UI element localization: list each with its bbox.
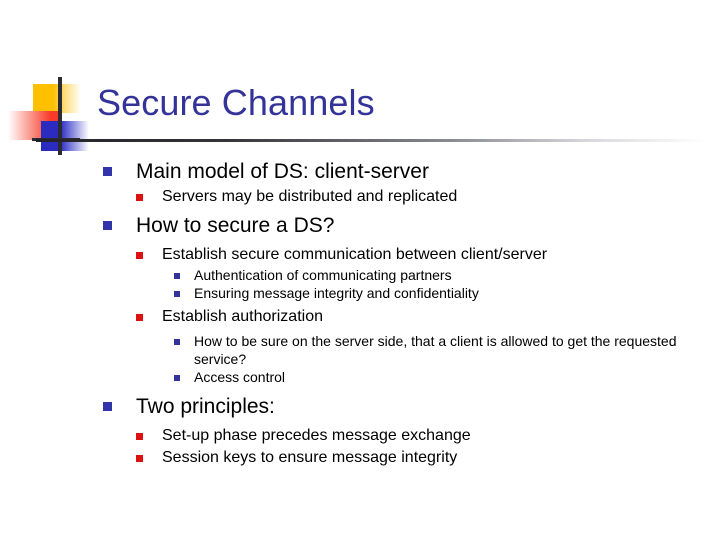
logo-square-red-icon xyxy=(8,111,60,140)
bullet-text: Session keys to ensure message integrity xyxy=(162,449,458,466)
bullet-square-icon xyxy=(136,455,143,462)
bullet-square-icon xyxy=(136,314,143,321)
bullet-text: Establish authorization xyxy=(162,308,323,325)
bullet-square-icon xyxy=(103,402,112,411)
bullet-text: Servers may be distributed and replicate… xyxy=(162,188,458,205)
bullet-item-level2: Establish authorization xyxy=(0,306,720,327)
bullet-text: Authentication of communicating partners xyxy=(194,267,452,283)
bullet-text: How to be sure on the server side, that … xyxy=(194,333,677,367)
bullet-text: Establish secure communication between c… xyxy=(162,246,548,263)
bullet-item-level2: Establish secure communication between c… xyxy=(0,244,720,265)
bullet-item-level1: How to secure a DS? xyxy=(0,212,720,239)
bullet-item-level2: Servers may be distributed and replicate… xyxy=(0,186,720,207)
spacer xyxy=(0,386,720,393)
logo-square-blue-icon xyxy=(41,121,89,151)
bullet-square-icon xyxy=(103,167,112,176)
bullet-square-icon xyxy=(136,433,143,440)
bullet-item-level2: Set-up phase precedes message exchange xyxy=(0,425,720,446)
slide-body: Main model of DS: client-server Servers … xyxy=(0,158,720,469)
bullet-item-level3: Access control xyxy=(0,368,720,386)
title-divider xyxy=(36,139,708,142)
bullet-text: Two principles: xyxy=(136,395,275,418)
bullet-item-level1: Two principles: xyxy=(0,393,720,420)
bullet-square-icon xyxy=(174,339,180,345)
bullet-item-level2: Session keys to ensure message integrity xyxy=(0,447,720,468)
bullet-square-icon xyxy=(174,291,180,297)
logo-vertical-line-icon xyxy=(58,77,62,155)
bullet-item-level3: Authentication of communicating partners xyxy=(0,266,720,284)
bullet-item-level1: Main model of DS: client-server xyxy=(0,158,720,185)
bullet-square-icon xyxy=(103,221,112,230)
bullet-text: Set-up phase precedes message exchange xyxy=(162,427,471,444)
bullet-text: How to secure a DS? xyxy=(136,214,335,237)
bullet-item-level3: Ensuring message integrity and confident… xyxy=(0,284,720,302)
bullet-item-level3: How to be sure on the server side, that … xyxy=(0,332,720,368)
bullet-text: Main model of DS: client-server xyxy=(136,160,429,183)
logo-square-yellow-icon xyxy=(33,84,81,113)
bullet-square-icon xyxy=(136,194,143,201)
page-title: Secure Channels xyxy=(97,82,375,123)
bullet-text: Access control xyxy=(194,369,286,385)
bullet-text: Ensuring message integrity and confident… xyxy=(194,285,479,301)
bullet-square-icon xyxy=(174,375,180,381)
bullet-square-icon xyxy=(174,273,180,279)
bullet-square-icon xyxy=(136,252,143,259)
